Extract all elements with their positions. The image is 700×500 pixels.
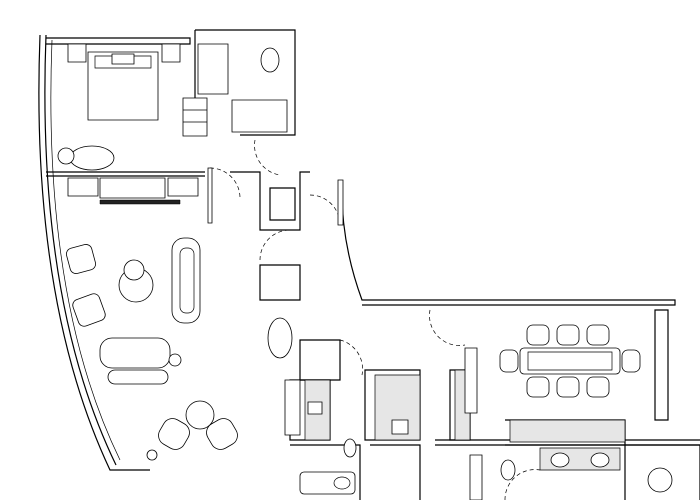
bench xyxy=(268,318,292,358)
doors xyxy=(208,140,540,500)
toilet-icon xyxy=(501,460,515,480)
door-swing-icon[interactable] xyxy=(210,168,240,198)
sink-icon xyxy=(232,100,287,132)
sink-icon xyxy=(551,453,569,467)
exterior-curved-wall xyxy=(39,35,150,470)
bathtub-icon xyxy=(198,44,228,94)
toilet-icon xyxy=(261,48,279,72)
lounge-chair-icon xyxy=(70,146,114,170)
dining-table-icon xyxy=(520,348,620,374)
bedroom xyxy=(58,44,198,204)
door-swing-icon[interactable] xyxy=(260,230,290,260)
sink-icon xyxy=(392,420,408,434)
round-table xyxy=(186,401,214,429)
toilet-icon xyxy=(344,439,356,457)
armchair-icon xyxy=(155,415,193,453)
tv-console xyxy=(100,178,165,198)
armchair-icon xyxy=(203,415,241,453)
dining-chairs xyxy=(500,325,640,397)
sink-icon xyxy=(308,402,322,414)
sofa-icon xyxy=(100,338,170,368)
door-swing-icon[interactable] xyxy=(255,140,280,175)
door-swing-icon[interactable] xyxy=(340,340,363,375)
door-swing-icon[interactable] xyxy=(310,195,340,225)
sink-icon xyxy=(591,453,609,467)
armchair-icon xyxy=(71,292,107,328)
nightstand-right xyxy=(162,44,180,62)
shower-icon xyxy=(648,468,672,492)
sofa-icon xyxy=(172,238,200,323)
master-bath xyxy=(183,44,287,136)
nightstand-left xyxy=(68,44,86,62)
sideboard xyxy=(465,348,477,413)
dining-room xyxy=(465,325,640,413)
guest-baths xyxy=(285,380,672,500)
reading-area xyxy=(147,401,241,460)
armchair-icon xyxy=(65,243,97,275)
living-room xyxy=(65,238,292,384)
bathtub-icon xyxy=(300,472,355,494)
door-swing-icon[interactable] xyxy=(429,310,465,346)
